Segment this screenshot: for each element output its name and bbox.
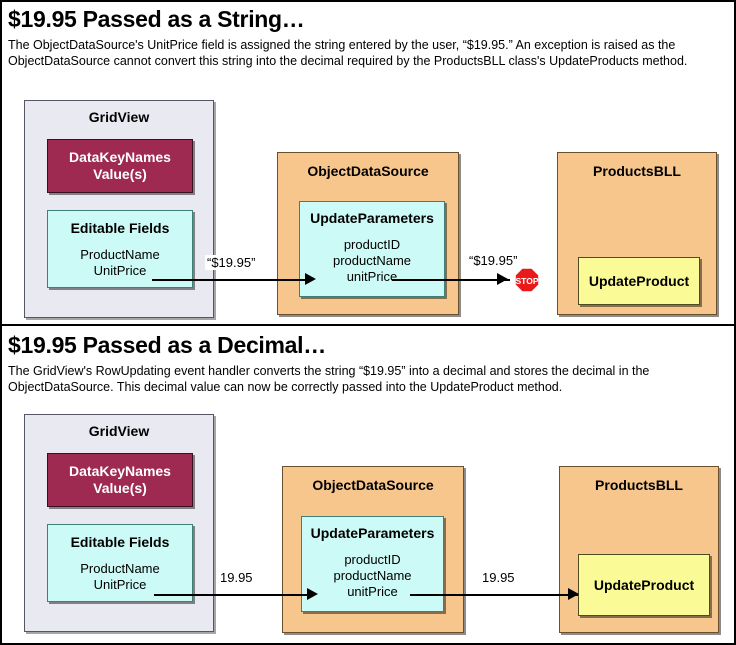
productsbll-title: ProductsBLL bbox=[595, 477, 683, 493]
editable-fields-title: Editable Fields bbox=[70, 220, 170, 236]
diagram-string-case: GridView DataKeyNames Value(s) Editable … bbox=[2, 2, 734, 324]
arrow-gridview-to-ods-label: “$19.95” bbox=[205, 255, 258, 270]
updateparameters-line-3: unitPrice bbox=[347, 584, 398, 599]
updateparameters-line-3: unitPrice bbox=[346, 269, 398, 284]
objectdatasource-title: ObjectDataSource bbox=[307, 163, 429, 179]
editable-fields-title: Editable Fields bbox=[70, 534, 170, 550]
arrow-ods-to-bll-label: “$19.95” bbox=[467, 253, 520, 268]
gridview-title: GridView bbox=[88, 423, 150, 439]
arrow-gridview-to-ods-line bbox=[152, 279, 308, 281]
arrow-ods-to-bll-label: 19.95 bbox=[480, 570, 517, 585]
editable-fields-box: Editable Fields ProductName UnitPrice bbox=[47, 210, 193, 288]
updateparameters-title: UpdateParameters bbox=[310, 210, 434, 226]
updateparameters-line-1: productID bbox=[344, 552, 401, 567]
section-1-description: The ObjectDataSource's UnitPrice field i… bbox=[8, 38, 688, 68]
updateparameters-title: UpdateParameters bbox=[310, 525, 435, 541]
updateproduct-label: UpdateProduct bbox=[593, 577, 695, 593]
editable-fields-line-2: UnitPrice bbox=[93, 577, 147, 592]
arrow-ods-to-bll-line bbox=[410, 594, 578, 596]
datakeynames-line-1: DataKeyNames bbox=[69, 463, 171, 479]
arrow-gridview-to-ods-label: 19.95 bbox=[218, 570, 255, 585]
section-1-title: $19.95 Passed as a String… bbox=[8, 6, 305, 32]
arrow-gridview-to-ods-line bbox=[154, 594, 311, 596]
section-decimal-case: $19.95 Passed as a Decimal… The GridView… bbox=[2, 324, 734, 643]
updateproduct-box: UpdateProduct bbox=[578, 554, 710, 616]
arrow-gridview-to-ods-head bbox=[307, 588, 318, 600]
editable-fields-box: Editable Fields ProductName UnitPrice bbox=[47, 524, 193, 602]
section-string-case: $19.95 Passed as a String… The ObjectDat… bbox=[2, 2, 734, 324]
svg-text:STOP: STOP bbox=[516, 276, 539, 286]
stop-sign-icon: STOP bbox=[514, 267, 540, 293]
updateparameters-line-1: productID bbox=[343, 237, 401, 252]
datakeynames-line-2: Value(s) bbox=[93, 480, 147, 496]
arrow-ods-to-bll-line bbox=[392, 279, 510, 281]
objectdatasource-title: ObjectDataSource bbox=[312, 477, 434, 493]
section-2-title: $19.95 Passed as a Decimal… bbox=[8, 332, 326, 358]
updateproduct-box: UpdateProduct bbox=[578, 257, 700, 305]
updateparameters-line-2: productName bbox=[332, 253, 412, 268]
editable-fields-line-1: ProductName bbox=[80, 561, 160, 576]
datakeynames-line-1: DataKeyNames bbox=[69, 149, 171, 165]
updateparameters-box: UpdateParameters productID productName u… bbox=[299, 201, 445, 297]
datakeynames-box: DataKeyNames Value(s) bbox=[47, 139, 193, 193]
updateparameters-line-2: productName bbox=[333, 568, 412, 583]
arrow-ods-to-bll-head bbox=[497, 273, 508, 285]
productsbll-title: ProductsBLL bbox=[593, 163, 681, 179]
datakeynames-box: DataKeyNames Value(s) bbox=[47, 453, 193, 507]
arrow-ods-to-bll-head bbox=[568, 588, 579, 600]
updateparameters-box: UpdateParameters productID productName u… bbox=[301, 516, 444, 612]
arrow-gridview-to-ods-head bbox=[305, 273, 316, 285]
updateproduct-label: UpdateProduct bbox=[588, 273, 690, 289]
datakeynames-line-2: Value(s) bbox=[93, 166, 147, 182]
editable-fields-line-2: UnitPrice bbox=[93, 263, 147, 278]
diagram-decimal-case: GridView DataKeyNames Value(s) Editable … bbox=[2, 326, 734, 643]
editable-fields-line-1: ProductName bbox=[80, 247, 160, 262]
gridview-title: GridView bbox=[88, 109, 150, 125]
section-2-description: The GridView's RowUpdating event handler… bbox=[8, 364, 650, 394]
